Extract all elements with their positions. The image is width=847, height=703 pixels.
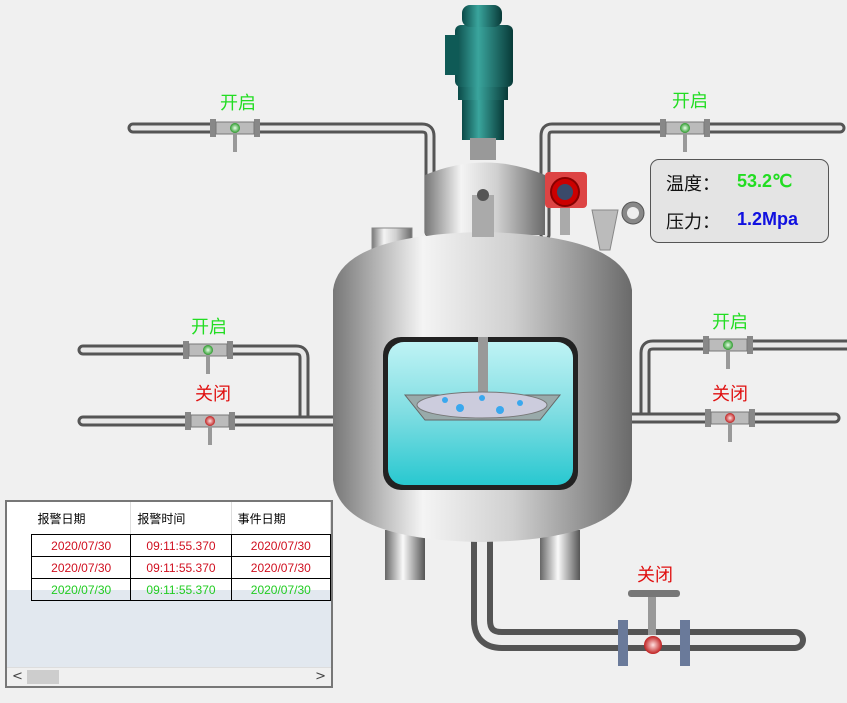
table-cell: 2020/07/30 (230, 556, 332, 579)
valve-indicator-icon (725, 413, 735, 423)
valve-indicator-icon (230, 123, 240, 133)
valve-status-mid-right-lower: 关闭 (712, 384, 748, 405)
valves (183, 119, 755, 445)
valve-indicator-icon (680, 123, 690, 133)
valve-indicator-icon (723, 340, 733, 350)
pressure-gauge (591, 201, 645, 251)
valve-status-mid-right-upper: 开启 (712, 312, 748, 333)
valve-status-mid-left-lower: 关闭 (195, 384, 231, 405)
pressure-value: 1.2Mpa (737, 209, 799, 229)
table-empty-area (7, 590, 331, 668)
column-header[interactable]: 报警时间 (130, 502, 232, 535)
valve-indicator-icon (203, 345, 213, 355)
open-valve[interactable] (210, 119, 260, 152)
scroll-thumb[interactable] (27, 670, 59, 684)
column-header[interactable]: 报警日期 (31, 502, 132, 535)
open-valve[interactable] (660, 119, 710, 152)
table-cell: 2020/07/30 (230, 534, 332, 557)
temperature-label: 温度： (666, 174, 720, 195)
valve-indicator-icon (205, 416, 215, 426)
process-readout-panel: 温度： 53.2℃ 压力： 1.2Mpa (650, 159, 829, 243)
horizontal-scrollbar[interactable]: < > (7, 667, 331, 686)
valve-status-top-left: 开启 (220, 93, 256, 114)
open-valve[interactable] (703, 336, 753, 369)
table-cell: 2020/07/30 (30, 556, 132, 579)
column-header[interactable]: 事件日期 (231, 502, 332, 535)
table-cell: 09:11:55.370 (130, 578, 232, 601)
table-cell: 2020/07/30 (230, 578, 332, 601)
table-cell: 2020/07/30 (30, 534, 132, 557)
table-cell: 09:11:55.370 (130, 534, 232, 557)
table-cell: 09:11:55.370 (130, 556, 232, 579)
valve-status-mid-left-upper: 开启 (191, 317, 227, 338)
outlet-valve[interactable] (618, 590, 690, 666)
open-valve[interactable] (183, 341, 233, 374)
valve-status-outlet: 关闭 (637, 565, 673, 586)
agitator-motor (445, 5, 513, 160)
scroll-right-button[interactable]: > (315, 669, 326, 684)
valve-status-top-right: 开启 (672, 91, 708, 112)
closed-valve[interactable] (705, 409, 755, 442)
closed-valve[interactable] (185, 412, 235, 445)
table-cell: 2020/07/30 (30, 578, 132, 601)
pipes (77, 122, 847, 651)
temperature-value: 53.2℃ (737, 171, 793, 191)
tank-sight-window (383, 337, 578, 490)
temperature-transmitter (545, 172, 587, 235)
scroll-left-button[interactable]: < (12, 669, 23, 684)
pressure-label: 压力： (666, 212, 720, 233)
